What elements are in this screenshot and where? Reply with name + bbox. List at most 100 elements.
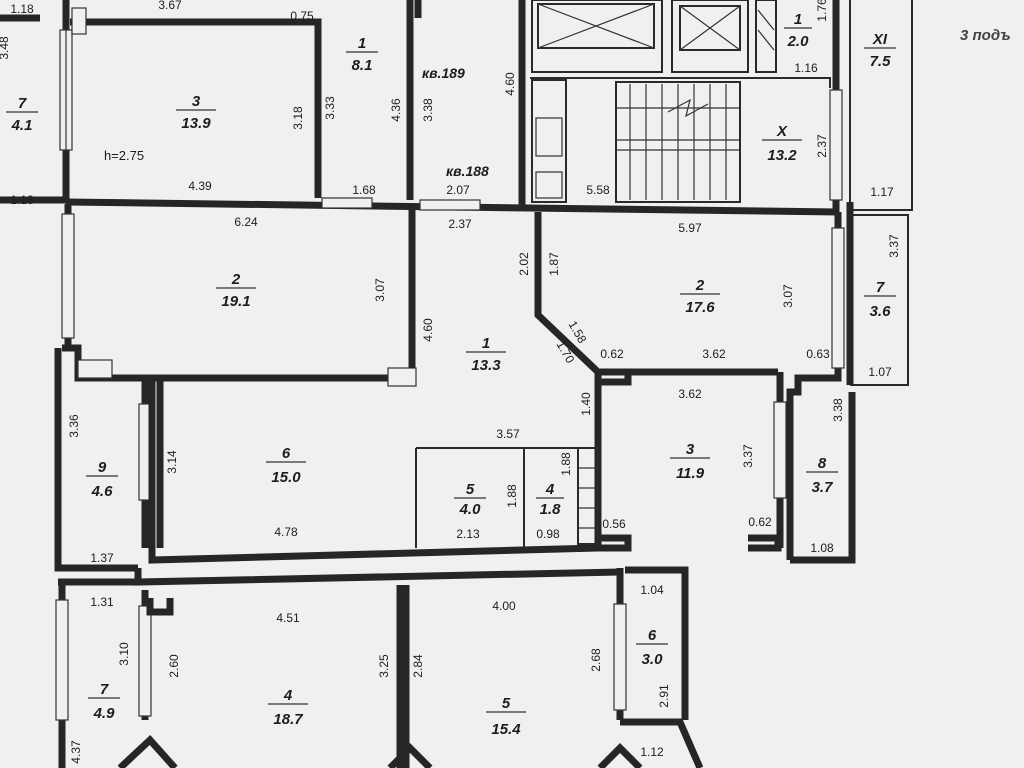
dimension-label: 3.38	[421, 98, 435, 122]
svg-text:13.9: 13.9	[181, 115, 211, 132]
dimension-label: 0.62	[600, 347, 624, 361]
dimension-label: 2.07	[446, 183, 470, 197]
entrance-label: 3 подъ	[960, 27, 1011, 44]
walls	[0, 0, 913, 768]
dimension-label: 1.76	[815, 0, 829, 22]
dimension-label: 4.60	[421, 318, 435, 342]
dimension-label: 3.38	[831, 398, 845, 422]
dimension-label: 3.67	[158, 0, 182, 12]
dimension-label: 3.37	[741, 444, 755, 468]
svg-text:2: 2	[695, 277, 705, 294]
dimension-label: 1.68	[352, 183, 376, 197]
svg-text:19.1: 19.1	[221, 293, 250, 310]
apartment-label-188: кв.188	[446, 163, 489, 179]
svg-text:7.5: 7.5	[870, 53, 892, 70]
stair-core	[530, 0, 831, 203]
room-2-right: 217.6	[680, 277, 720, 316]
room-3-top: 313.9	[176, 93, 216, 132]
dimension-label: 2.02	[517, 252, 531, 276]
svg-text:3.0: 3.0	[642, 651, 664, 668]
room-7-left: 74.1	[6, 95, 38, 134]
dimension-label: 3.07	[781, 284, 795, 308]
svg-text:2: 2	[231, 271, 241, 288]
dimension-label: 1.17	[870, 185, 894, 199]
svg-text:15.0: 15.0	[271, 469, 301, 486]
room-number: 7	[18, 95, 27, 112]
room-4-bottom: 418.7	[268, 687, 308, 728]
svg-text:1: 1	[358, 35, 366, 52]
svg-text:4.9: 4.9	[93, 705, 116, 722]
room-5-bottom: 515.4	[486, 695, 526, 738]
svg-text:1: 1	[482, 335, 490, 352]
room-1-small: 12.0	[784, 11, 812, 50]
dimension-label: 0.63	[806, 347, 830, 361]
room-x: X13.2	[762, 123, 802, 164]
svg-text:3.7: 3.7	[812, 479, 834, 496]
svg-text:4.6: 4.6	[91, 483, 114, 500]
dimension-label: 3.62	[702, 347, 726, 361]
svg-text:18.7: 18.7	[273, 711, 303, 728]
svg-text:8.1: 8.1	[352, 57, 373, 74]
room-6-bottom: 63.0	[636, 627, 668, 668]
svg-text:2.0: 2.0	[787, 33, 810, 50]
dimension-label: 1.88	[505, 484, 519, 508]
dimension-label: 3.10	[117, 642, 131, 666]
dimension-label: 1.40	[579, 392, 593, 416]
dimension-label: 3.37	[887, 234, 901, 258]
dimension-label: 6.24	[234, 215, 258, 229]
room-5-small: 54.0	[454, 481, 486, 518]
apartment-label-189: кв.189	[422, 65, 465, 81]
dimension-label: 0.75	[290, 9, 314, 23]
svg-text:7: 7	[876, 279, 885, 296]
dimension-label: 5.97	[678, 221, 702, 235]
dimension-label: 3.07	[373, 278, 387, 302]
dimension-label: 1.31	[90, 595, 114, 609]
room-3-right: 311.9	[670, 441, 710, 482]
dimension-label: 4.36	[389, 98, 403, 122]
room-1-top: 18.1	[346, 35, 378, 74]
dimension-label: 3.36	[67, 414, 81, 438]
svg-text:3: 3	[686, 441, 695, 458]
dimension-label: 1.18	[10, 193, 34, 207]
svg-text:13.3: 13.3	[471, 357, 501, 374]
fixtures	[577, 447, 599, 545]
room-7-bottom: 74.9	[88, 681, 120, 722]
dimension-label: 4.37	[69, 740, 83, 764]
svg-text:XI: XI	[872, 31, 888, 48]
svg-text:6: 6	[282, 445, 291, 462]
dimension-label: 3.48	[0, 36, 11, 60]
dimension-label: 3.33	[323, 96, 337, 120]
dimension-label: 2.37	[448, 217, 472, 231]
room-7-right: 73.6	[864, 279, 896, 320]
dimension-label: 3.57	[496, 427, 520, 441]
dimension-label: 2.13	[456, 527, 480, 541]
dimension-label: 3.25	[377, 654, 391, 678]
room-area: 4.1	[11, 117, 33, 134]
dimension-label: 3.18	[291, 106, 305, 130]
dimension-label: 1.88	[559, 452, 573, 476]
svg-text:4: 4	[283, 687, 293, 704]
svg-text:11.9: 11.9	[676, 465, 705, 482]
svg-text:3.6: 3.6	[870, 303, 892, 320]
dimension-label: 1.16	[794, 61, 818, 75]
svg-text:1.8: 1.8	[540, 501, 562, 518]
room-9: 94.6	[86, 459, 118, 500]
dimension-label: 1.18	[10, 2, 34, 16]
room-xi: XI 7.5	[864, 31, 896, 70]
ceiling-height: h=2.75	[104, 148, 144, 163]
svg-text:4: 4	[545, 481, 555, 498]
svg-text:6: 6	[648, 627, 657, 644]
dimension-label: 4.39	[188, 179, 212, 193]
dimension-label: 0.98	[536, 527, 560, 541]
svg-text:5: 5	[466, 481, 475, 498]
rooms: 74.1 313.9 18.1 12.0 XI7.5 X13.2 219.1 1…	[6, 11, 896, 738]
dimension-label: 4.60	[503, 72, 517, 96]
dimension-label: 1.07	[868, 365, 892, 379]
room-1-hall: 113.3	[466, 335, 506, 374]
dimension-label: 1.04	[640, 583, 664, 597]
svg-text:7: 7	[100, 681, 109, 698]
svg-text:15.4: 15.4	[491, 721, 521, 738]
dimension-label: 0.56	[602, 517, 626, 531]
dimension-label: 2.91	[657, 684, 671, 708]
